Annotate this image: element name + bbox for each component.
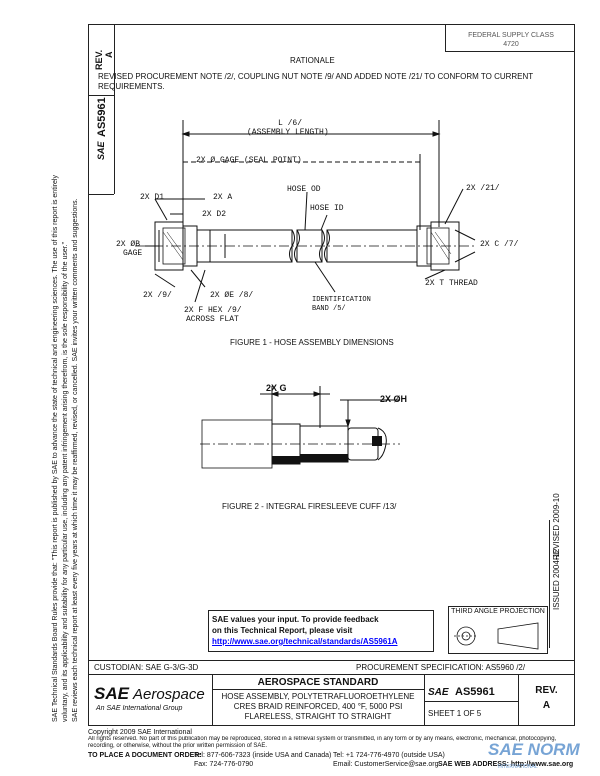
fig1-note9-label: 2X /9/ <box>143 291 172 300</box>
rationale-text: REVISED PROCUREMENT NOTE /2/, COUPLING N… <box>98 72 534 91</box>
figure1-caption: FIGURE 1 - HOSE ASSEMBLY DIMENSIONS <box>230 338 394 347</box>
fig1-d2-label: 2X D2 <box>202 210 227 219</box>
projection-box <box>448 606 548 654</box>
fig1-hex-label: 2X F HEX /9/ <box>184 306 242 315</box>
drawing-frame <box>88 24 575 726</box>
fig1-hex-label-2: ACROSS FLAT <box>186 315 239 324</box>
margin-rule-text-1: SAE Technical Standards Board Rules prov… <box>52 175 59 722</box>
fig2-g-label: 2X G <box>266 383 287 393</box>
title-line-1: HOSE ASSEMBLY, POLYTETRAFLUOROETHYLENE <box>221 692 415 701</box>
title-block-rev-value: A <box>542 700 551 711</box>
standard-heading: AEROSPACE STANDARD <box>257 677 379 688</box>
custodian-label: CUSTODIAN: SAE G-3/G-3D <box>94 663 199 672</box>
fig1-ident-label: IDENTIFICATION <box>312 296 371 304</box>
projection-label: THIRD ANGLE PROJECTION <box>451 608 545 615</box>
figure2-caption: FIGURE 2 - INTEGRAL FIRESLEEVE CUFF /13/ <box>222 502 397 511</box>
feedback-line-2: on this Technical Report, please visit <box>212 626 353 635</box>
fig1-length-label: L /6/ <box>278 119 303 128</box>
fig1-thread-label: 2X T THREAD <box>425 279 478 288</box>
section-title: RATIONALE <box>290 56 335 65</box>
feedback-line-1: SAE values your input. To provide feedba… <box>212 615 379 624</box>
brand-sae: SAE <box>94 684 129 703</box>
fig1-e-label: 2X ØE /8/ <box>210 291 254 300</box>
fig1-b-gage-label: 2X ØB <box>116 240 141 249</box>
title-block-doc-number: AS5961 <box>455 686 495 698</box>
fig2-h-label: 2X ØH <box>380 394 408 404</box>
fig1-hose-od-label: HOSE OD <box>287 185 321 194</box>
supply-class-box <box>445 24 575 52</box>
fig1-c-label: 2X C /7/ <box>480 240 519 249</box>
rev-value-vertical: A <box>104 51 114 59</box>
fig1-gage-label: 2X Ø GAGE (SEAL POINT) <box>196 156 302 165</box>
feedback-box <box>208 610 434 652</box>
fig1-a-label: 2X A <box>213 193 233 202</box>
order-email: Email: CustomerService@sae.org <box>333 761 439 768</box>
order-tel-2: Tel: +1 724-776-4970 (outside USA) <box>333 752 445 759</box>
rights-text: All rights reserved. No part of this pub… <box>88 736 557 742</box>
order-fax: Fax: 724-776-0790 <box>194 761 254 768</box>
feedback-link[interactable]: http://www.sae.org/technical/standards/A… <box>212 637 398 646</box>
fig1-b-gage-label-2: GAGE <box>123 249 143 258</box>
title-line-3: FLARELESS, STRAIGHT TO STRAIGHT <box>244 712 392 721</box>
fig1-ident-label-2: BAND /5/ <box>312 305 346 313</box>
fig1-hose-id-label: HOSE ID <box>310 204 344 213</box>
supply-class-label: FEDERAL SUPPLY CLASS <box>468 32 554 39</box>
copyright: Copyright 2009 SAE International <box>88 729 192 736</box>
rights-text-2: recording, or otherwise, without the pri… <box>88 743 268 749</box>
fig1-length-sublabel: (ASSEMBLY LENGTH) <box>247 128 329 137</box>
web-address: SAE WEB ADDRESS: http://www.sae.org <box>438 761 574 768</box>
title-line-2: CRES BRAID REINFORCED, 400 °F, 5000 PSI <box>233 702 403 711</box>
sheet-number: SHEET 1 OF 5 <box>428 709 482 718</box>
revised-date: REVISED 2009-10 <box>552 493 561 560</box>
procurement-spec-label: PROCUREMENT SPECIFICATION: AS5960 /2/ <box>356 663 526 672</box>
sae-logo-vertical: SAE <box>96 141 106 160</box>
projection-symbol-icon <box>454 622 539 650</box>
margin-rule-text-2: voluntary, and its applicability and sui… <box>62 241 69 722</box>
supply-class-value: 4720 <box>503 41 519 48</box>
sae-norm-watermark-sub: INTERNATIONAL <box>498 764 538 770</box>
fig1-d1-label: 2X D1 <box>140 193 165 202</box>
brand-aerospace: Aerospace <box>133 686 205 703</box>
sae-norm-watermark: SAE NORM <box>488 740 580 759</box>
doc-number-vertical: AS5961 <box>96 97 108 137</box>
order-label: TO PLACE A DOCUMENT ORDER: <box>88 752 202 759</box>
order-tel-1: Tel: 877-606-7323 (inside USA and Canada… <box>194 752 332 759</box>
fig1-note21-label: 2X /21/ <box>466 184 500 193</box>
margin-rule-text-3: SAE reviews each technical report at lea… <box>72 198 79 722</box>
title-block-rev-label: REV. <box>535 685 558 696</box>
brand-subtitle: An SAE International Group <box>96 705 183 712</box>
title-block-sae-logo: SAE <box>428 687 449 698</box>
firesleeve-cuff-drawing <box>200 386 400 469</box>
hose-assembly-drawing <box>135 120 476 303</box>
